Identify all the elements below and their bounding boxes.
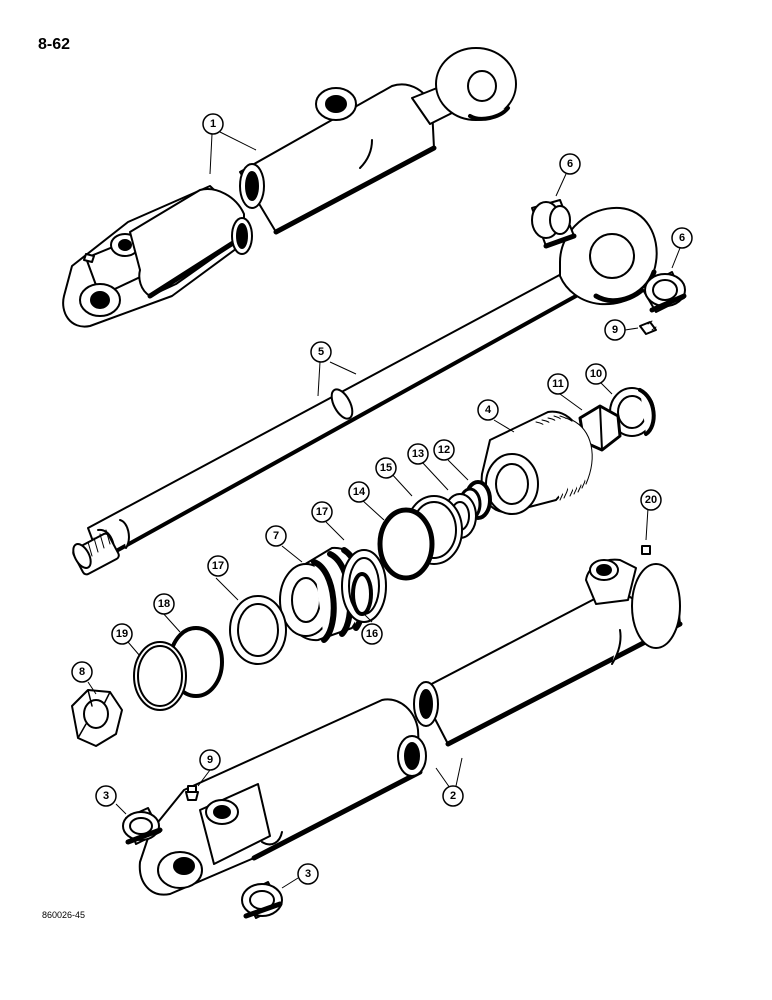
gland [480,410,593,515]
callout-9-top: 9 [604,319,626,341]
bushing-6b [641,271,687,313]
callout-17-rear: 17 [207,555,229,577]
callout-15: 15 [375,457,397,479]
callout-4: 4 [477,399,499,421]
callout-6b: 6 [671,227,693,249]
bushing-3a [122,807,163,845]
callout-7: 7 [265,525,287,547]
svg-text:12: 12 [438,444,450,456]
svg-text:8: 8 [79,666,85,678]
barrel-assembly-bottom [138,558,683,896]
svg-text:13: 13 [412,448,424,460]
callout-10: 10 [585,363,607,385]
svg-text:6: 6 [567,158,573,170]
svg-text:6: 6 [679,232,685,244]
callout-2: 2 [442,785,464,807]
svg-text:5: 5 [318,346,324,358]
svg-text:20: 20 [645,494,657,506]
callout-6a: 6 [559,153,581,175]
ring-17-rear [229,595,287,665]
svg-text:17: 17 [316,506,328,518]
svg-text:14: 14 [353,486,366,498]
svg-text:11: 11 [552,378,564,390]
rod-seal [578,404,622,452]
leader-lines [87,131,681,889]
callout-9-bottom: 9 [199,749,221,771]
barrel-assembly-top [62,47,517,328]
svg-text:4: 4 [485,404,492,416]
svg-text:10: 10 [590,368,602,380]
grease-fitting-bottom [185,785,199,801]
callouts: 1 2 3 3 4 5 6 [71,113,693,885]
callout-11: 11 [547,373,569,395]
callout-14: 14 [348,481,370,503]
callout-3a: 3 [95,785,117,807]
breather-plug [641,545,651,555]
callout-13: 13 [407,443,429,465]
page-number: 8-62 [38,36,71,53]
bushing-6a [531,199,577,249]
callout-8: 8 [71,661,93,683]
callout-1: 1 [202,113,224,135]
callout-5: 5 [310,341,332,363]
svg-text:19: 19 [116,628,128,640]
svg-text:3: 3 [305,868,311,880]
svg-text:3: 3 [103,790,109,802]
svg-text:18: 18 [158,598,170,610]
callout-19: 19 [111,623,133,645]
figure-id: 860026-45 [42,910,86,920]
piston-nut [71,689,123,747]
callout-3b: 3 [297,863,319,885]
piston-rod [72,206,658,576]
svg-text:7: 7 [273,530,279,542]
svg-text:9: 9 [207,754,213,766]
svg-text:1: 1 [210,118,216,130]
svg-text:17: 17 [212,560,224,572]
callout-17-front: 17 [311,501,333,523]
ring-16 [351,572,373,616]
svg-text:2: 2 [450,790,456,802]
grease-fitting-top [639,320,657,335]
bushing-3b [241,881,283,919]
callout-12: 12 [433,439,455,461]
svg-text:9: 9 [612,324,618,336]
o-ring-14 [377,507,435,581]
svg-text:15: 15 [380,462,392,474]
callout-20: 20 [640,489,662,511]
callout-16: 16 [361,623,383,645]
svg-text:16: 16 [366,628,378,640]
backup-ring-19 [133,641,187,711]
wiper-ring [609,387,656,437]
callout-18: 18 [153,593,175,615]
